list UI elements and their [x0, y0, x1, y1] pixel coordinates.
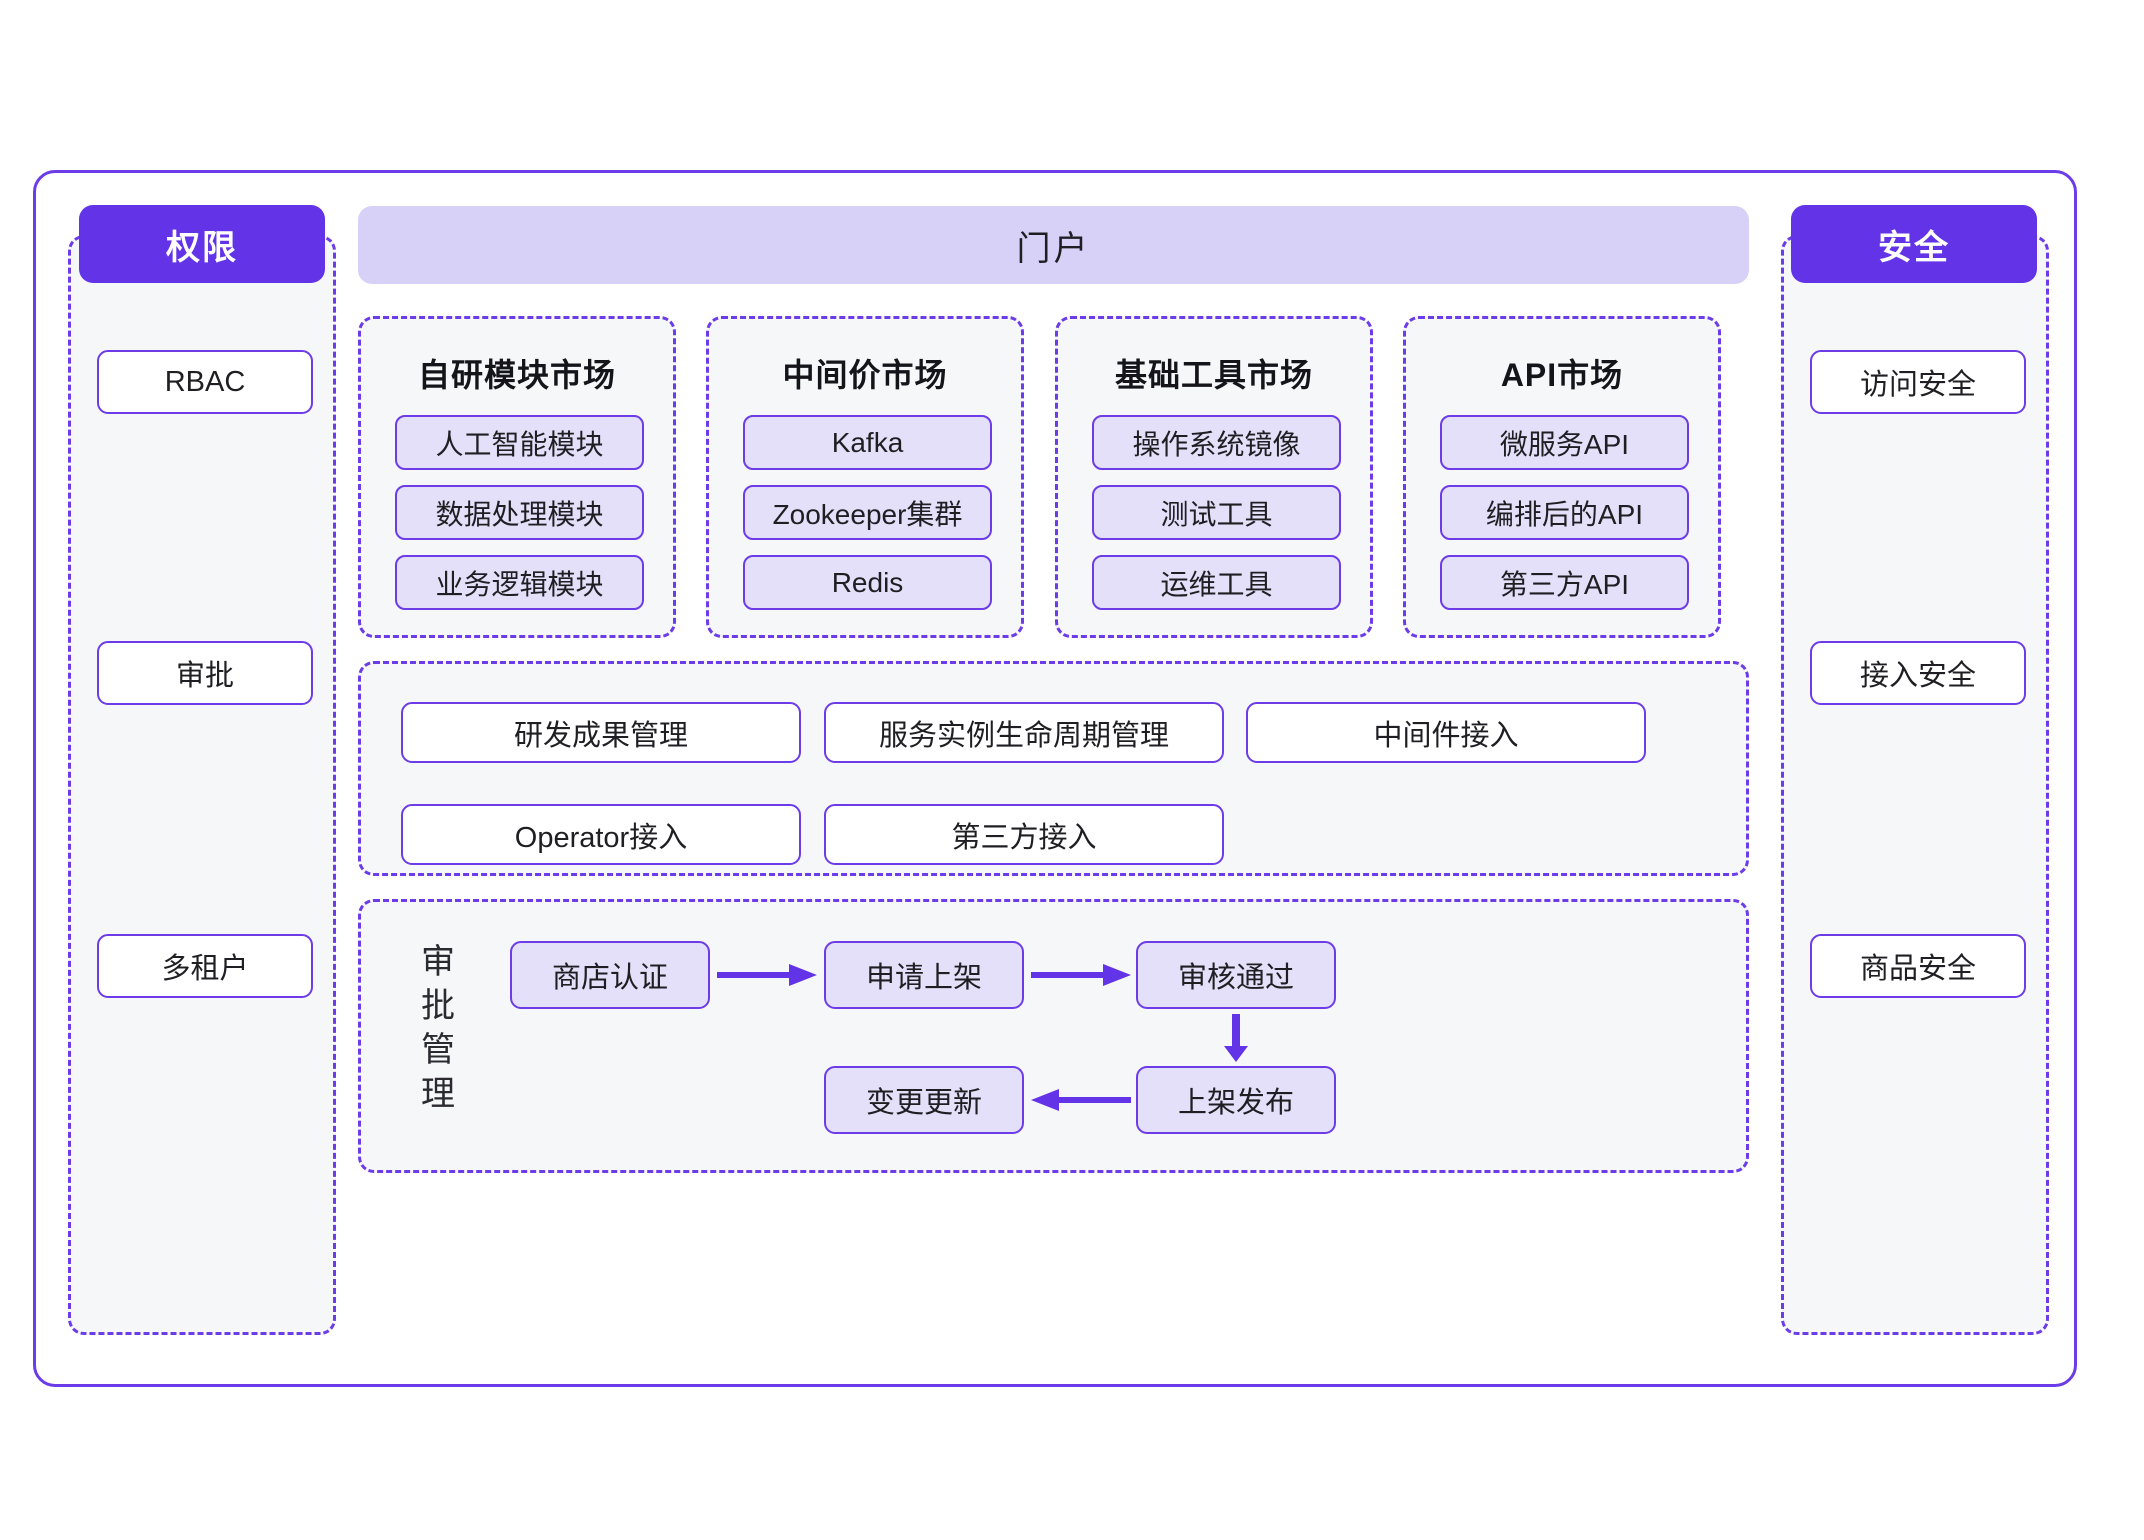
approval-flow-label-char: 批 [421, 987, 455, 1025]
market-title: API市场 [1500, 357, 1624, 393]
flow-node-change-update[interactable]: 变更更新 [824, 1066, 1024, 1134]
market-item[interactable]: 测试工具 [1092, 485, 1341, 540]
market-title: 自研模块市场 [417, 357, 616, 393]
arrow-right-icon [717, 962, 817, 988]
flow-node-publish[interactable]: 上架发布 [1136, 1066, 1336, 1134]
arrow-down-icon [1223, 1014, 1249, 1062]
market-item[interactable]: 运维工具 [1092, 555, 1341, 610]
market-column-base-tools: 基础工具市场 操作系统镜像 测试工具 运维工具 [1055, 316, 1373, 638]
capability-item[interactable]: 中间件接入 [1246, 702, 1646, 763]
approval-flow-label: 审 批 管 理 [416, 940, 460, 1116]
security-item-access[interactable]: 访问安全 [1810, 350, 2026, 414]
approval-flow-panel: 审 批 管 理 商店认证 申请上架 审核通过 上架发布 变更更新 [358, 899, 1749, 1173]
approval-flow-label-char: 理 [421, 1075, 455, 1113]
capabilities-panel: 研发成果管理 服务实例生命周期管理 中间件接入 Operator接入 第三方接入 [358, 661, 1749, 876]
security-item-ingress[interactable]: 接入安全 [1810, 641, 2026, 705]
permission-item-multitenant[interactable]: 多租户 [97, 934, 313, 998]
approval-flow-label-char: 审 [421, 943, 455, 981]
market-column-self-developed: 自研模块市场 人工智能模块 数据处理模块 业务逻辑模块 [358, 316, 676, 638]
market-title: 基础工具市场 [1114, 357, 1313, 393]
permission-column-panel: RBAC 审批 多租户 [68, 235, 336, 1335]
security-column-panel: 访问安全 接入安全 商品安全 [1781, 235, 2049, 1335]
capability-item[interactable]: Operator接入 [401, 804, 801, 865]
capability-item[interactable]: 第三方接入 [824, 804, 1224, 865]
security-item-product[interactable]: 商品安全 [1810, 934, 2026, 998]
portal-banner: 门户 [358, 206, 1749, 284]
flow-node-apply-listing[interactable]: 申请上架 [824, 941, 1024, 1009]
flow-node-store-cert[interactable]: 商店认证 [510, 941, 710, 1009]
market-item[interactable]: 人工智能模块 [395, 415, 644, 470]
market-item[interactable]: 业务逻辑模块 [395, 555, 644, 610]
market-title: 中间价市场 [782, 357, 948, 393]
approval-flow-label-char: 管 [421, 1031, 455, 1069]
market-item[interactable]: 操作系统镜像 [1092, 415, 1341, 470]
markets-row: 自研模块市场 人工智能模块 数据处理模块 业务逻辑模块 中间价市场 Kafka … [358, 316, 1749, 638]
permission-column-header: 权限 [79, 205, 325, 283]
market-item[interactable]: 第三方API [1440, 555, 1689, 610]
capability-item[interactable]: 服务实例生命周期管理 [824, 702, 1224, 763]
market-item[interactable]: 微服务API [1440, 415, 1689, 470]
market-item[interactable]: 编排后的API [1440, 485, 1689, 540]
market-column-middleware: 中间价市场 Kafka Zookeeper集群 Redis [706, 316, 1024, 638]
arrow-right-icon [1031, 962, 1131, 988]
capability-item[interactable]: 研发成果管理 [401, 702, 801, 763]
market-item[interactable]: Kafka [743, 415, 992, 470]
flow-node-review-passed[interactable]: 审核通过 [1136, 941, 1336, 1009]
market-item[interactable]: Zookeeper集群 [743, 485, 992, 540]
permission-item-approval[interactable]: 审批 [97, 641, 313, 705]
market-column-api: API市场 微服务API 编排后的API 第三方API [1403, 316, 1721, 638]
market-item[interactable]: 数据处理模块 [395, 485, 644, 540]
security-column-header: 安全 [1791, 205, 2037, 283]
architecture-diagram: RBAC 审批 多租户 权限 访问安全 接入安全 商品安全 安全 门户 自研模块… [33, 170, 2077, 1387]
arrow-left-icon [1031, 1087, 1131, 1113]
market-item[interactable]: Redis [743, 555, 992, 610]
permission-item-rbac[interactable]: RBAC [97, 350, 313, 414]
